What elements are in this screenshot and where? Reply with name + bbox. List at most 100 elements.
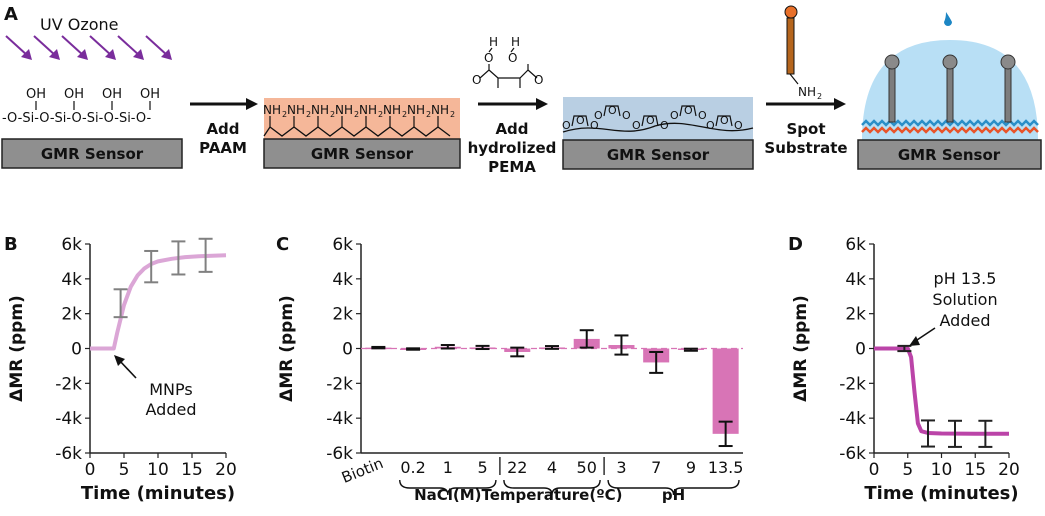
group-label: pH bbox=[662, 486, 685, 504]
x-tick-label: 5 bbox=[902, 460, 913, 480]
amine-subscript: 2 bbox=[330, 110, 335, 119]
amine-subscript: 2 bbox=[306, 110, 311, 119]
anhydride-o: O bbox=[576, 114, 585, 127]
amine-label: NH bbox=[383, 103, 401, 117]
y-tick-label: 6k bbox=[845, 235, 866, 255]
annotation-arrow-head bbox=[114, 355, 125, 366]
step2-line3: PEMA bbox=[488, 158, 536, 176]
hydroxyl-h: H bbox=[489, 35, 498, 49]
group-brace bbox=[399, 479, 497, 496]
anhydride-o: O bbox=[684, 104, 693, 117]
y-tick-label: 0 bbox=[855, 340, 866, 360]
y-tick-label: -2k bbox=[839, 374, 866, 394]
pema-backbone bbox=[562, 122, 754, 133]
anhydride-o: O bbox=[646, 114, 655, 127]
probe-stem bbox=[888, 65, 896, 123]
sensor-label-3: GMR Sensor bbox=[607, 146, 710, 164]
x-tick-label: 9 bbox=[686, 458, 696, 477]
anhydride-ring bbox=[679, 105, 697, 117]
panel-label-c: C bbox=[276, 234, 289, 255]
y-tick-label: -4k bbox=[839, 409, 866, 429]
annotation-text: Solution bbox=[932, 290, 997, 309]
x-tick-label: 10 bbox=[931, 460, 953, 480]
x-tick-label: 5 bbox=[119, 460, 130, 480]
y-tick-label: 2k bbox=[845, 305, 866, 325]
bar bbox=[712, 348, 739, 434]
uv-arrow-shaft bbox=[145, 35, 169, 57]
panel-label-a: A bbox=[4, 4, 18, 25]
y-tick-label: 0 bbox=[342, 340, 353, 360]
uv-ozone-label: UV Ozone bbox=[40, 15, 119, 34]
hydroxyl-label: OH bbox=[64, 87, 84, 102]
hydroxyl-h: H bbox=[511, 35, 520, 49]
y-tick-label: 6k bbox=[332, 235, 353, 255]
x-tick-label: 1 bbox=[443, 458, 453, 477]
step3-line2: Substrate bbox=[764, 139, 847, 157]
sensor-label-1: GMR Sensor bbox=[41, 145, 144, 163]
y-tick-label: -6k bbox=[326, 444, 353, 464]
x-tick-label: 7 bbox=[651, 458, 661, 477]
x-tick-label: 20 bbox=[215, 460, 237, 480]
carbonyl-o: O bbox=[472, 73, 481, 87]
panel-label-b: B bbox=[4, 234, 18, 255]
x-axis-title: Time (minutes) bbox=[864, 483, 1018, 504]
sensor-block-3: GMR Sensor bbox=[562, 139, 754, 170]
uv-arrow-head bbox=[49, 49, 60, 60]
amine-label: NH bbox=[287, 103, 305, 117]
anhydride-o: O bbox=[622, 109, 631, 122]
y-tick-label: -6k bbox=[55, 444, 82, 464]
water-drop-icon bbox=[944, 12, 952, 26]
amine-subscript: 2 bbox=[450, 110, 455, 119]
step3-line1: Spot bbox=[786, 120, 825, 138]
anhydride-o: O bbox=[706, 119, 715, 132]
annotation-text: MNPs bbox=[149, 380, 192, 399]
x-tick-label: 5 bbox=[477, 458, 487, 477]
x-tick-label: 4 bbox=[547, 458, 557, 477]
hydroxyl-o: O bbox=[484, 51, 493, 65]
step1-line2: PAAM bbox=[199, 139, 247, 157]
annotation-text: Added bbox=[940, 311, 991, 330]
hydroxyl-label: OH bbox=[140, 87, 160, 102]
probe-amine-label: NH bbox=[798, 85, 816, 99]
x-tick-label: 13.5 bbox=[708, 458, 744, 477]
silanol-chain-text: -O-Si-O-Si-O-Si-O-Si-O- bbox=[2, 111, 151, 126]
x-tick-label: 50 bbox=[577, 458, 597, 477]
anhydride-o: O bbox=[590, 119, 599, 132]
amine-label: NH bbox=[263, 103, 281, 117]
probe-stem bbox=[786, 17, 795, 75]
y-tick-label: 6k bbox=[61, 235, 82, 255]
hydroxyl-o: O bbox=[508, 51, 517, 65]
amine-subscript: 2 bbox=[402, 110, 407, 119]
probe-head bbox=[1000, 54, 1016, 70]
probe-amine-subscript: 2 bbox=[817, 92, 822, 101]
uv-arrow-head bbox=[133, 49, 144, 60]
anhydride-o: O bbox=[720, 114, 729, 127]
paam-backbone bbox=[263, 126, 451, 137]
anhydride-o: O bbox=[734, 119, 743, 132]
probe-head bbox=[942, 54, 958, 70]
x-tick-label: 15 bbox=[181, 460, 203, 480]
anhydride-o: O bbox=[594, 109, 603, 122]
y-tick-label: -4k bbox=[326, 409, 353, 429]
uv-arrow-shaft bbox=[89, 35, 113, 57]
y-tick-label: 4k bbox=[332, 270, 353, 290]
y-axis-title: ΔMR (ppm) bbox=[791, 295, 811, 402]
data-curve bbox=[874, 346, 1009, 436]
x-axis-title: Time (minutes) bbox=[81, 483, 235, 504]
anhydride-ring bbox=[715, 115, 733, 127]
x-tick-label: 20 bbox=[998, 460, 1020, 480]
anhydride-o: O bbox=[660, 119, 669, 132]
carbonyl-o: O bbox=[534, 73, 543, 87]
uv-arrow-shaft bbox=[61, 35, 85, 57]
y-tick-label: 2k bbox=[61, 305, 82, 325]
anhydride-ring bbox=[641, 115, 659, 127]
